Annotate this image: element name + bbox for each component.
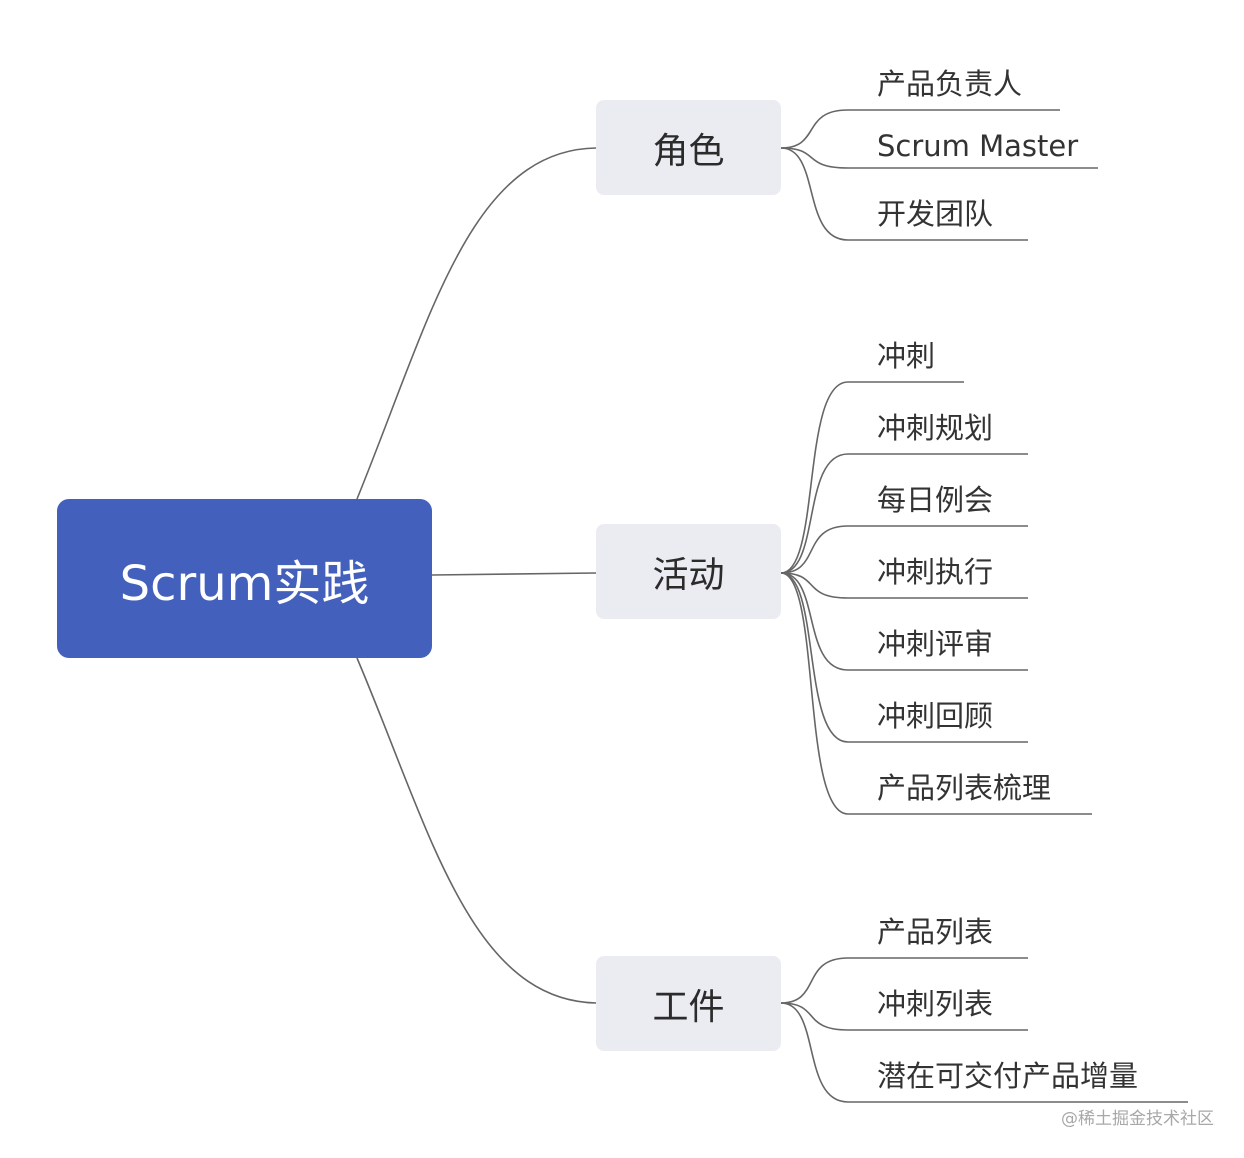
leaf-node[interactable]: 冲刺执行 — [877, 555, 994, 589]
root-node[interactable]: Scrum实践 — [57, 499, 432, 658]
branch-to-leaf-line — [780, 572, 1028, 671]
branch-to-leaf-line — [780, 147, 1028, 241]
leaf-node[interactable]: 开发团队 — [877, 197, 994, 231]
branch-to-leaf-line — [780, 525, 1028, 574]
branch-node-activities[interactable]: 活动 — [596, 524, 781, 619]
branch-node-roles[interactable]: 角色 — [596, 100, 781, 195]
branch-to-leaf-line — [780, 572, 1092, 815]
leaf-node[interactable]: 每日例会 — [877, 483, 994, 517]
branch-to-leaf-line — [780, 147, 1098, 169]
leaf-node[interactable]: 潜在可交付产品增量 — [877, 1059, 1139, 1093]
root-to-activities-line — [431, 572, 597, 576]
leaf-node[interactable]: 冲刺列表 — [877, 987, 994, 1021]
branch-to-leaf-line — [780, 1002, 1188, 1103]
branch-to-leaf-line — [780, 381, 964, 574]
leaf-node[interactable]: 产品列表 — [877, 915, 994, 949]
branch-to-leaf-line — [780, 572, 1028, 599]
branch-to-leaf-line — [780, 109, 1060, 149]
leaf-node[interactable]: 产品列表梳理 — [877, 771, 1052, 805]
branch-node-artifacts[interactable]: 工件 — [596, 956, 781, 1051]
leaf-node[interactable]: Scrum Master — [877, 129, 1079, 163]
branch-to-leaf-line — [780, 453, 1028, 574]
leaf-node[interactable]: 产品负责人 — [877, 67, 1023, 101]
leaf-node[interactable]: 冲刺 — [877, 339, 936, 373]
branch-to-leaf-line — [780, 572, 1028, 743]
leaf-node[interactable]: 冲刺规划 — [877, 411, 994, 445]
root-to-artifacts-line — [356, 657, 597, 1004]
branch-to-leaf-line — [780, 1002, 1028, 1031]
leaf-node[interactable]: 冲刺回顾 — [877, 699, 994, 733]
root-to-roles-line — [356, 147, 597, 500]
leaf-node[interactable]: 冲刺评审 — [877, 627, 994, 661]
branch-to-leaf-line — [780, 957, 1028, 1004]
watermark: @稀土掘金技术社区 — [1061, 1109, 1214, 1129]
